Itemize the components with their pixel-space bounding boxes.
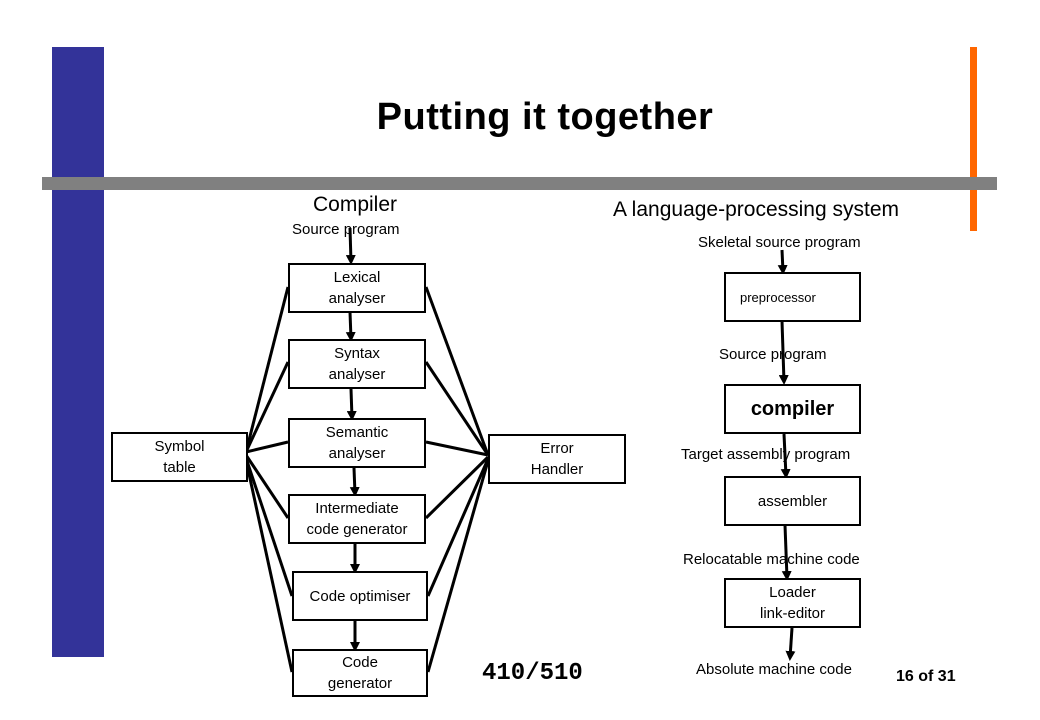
compiler-heading: Compiler	[313, 193, 398, 216]
arrow-lexical-to-syntax	[345, 311, 356, 342]
arrow-compiler-to-assembler	[780, 433, 791, 479]
arrow-skeletal-to-preprocessor	[777, 249, 788, 275]
semantic-analyser-box: Semantic analyser	[288, 418, 426, 468]
loader-link-editor-label: Loader link-editor	[759, 584, 826, 622]
code-optimiser-label: Code optimiser	[309, 587, 411, 605]
symbol-table-box: Symbol table	[111, 432, 248, 482]
assembler-output-label: Relocatable machine code	[683, 551, 860, 568]
error-handler-label: Error Handler	[530, 440, 584, 478]
symbol-table-links	[244, 286, 294, 673]
arrow-preprocessor-to-compiler	[778, 320, 789, 385]
page-number: 16 of 31	[896, 668, 956, 685]
system-input-label: Skeletal source program	[698, 234, 861, 251]
arrow-assembler-to-loader	[781, 524, 792, 581]
title-rule	[42, 177, 997, 190]
arrow-semantic-to-intermediate	[349, 467, 360, 497]
symbol-table-label: Symbol table	[154, 438, 205, 476]
compiler-output-label: Target assembly program	[681, 446, 851, 463]
lexical-analyser-label: Lexical analyser	[328, 269, 386, 307]
error-handler-box: Error Handler	[488, 434, 626, 484]
error-handler-links	[424, 286, 490, 673]
arrow-loader-to-output	[785, 627, 796, 661]
syntax-analyser-box: Syntax analyser	[288, 339, 426, 389]
code-optimiser-box: Code optimiser	[292, 571, 428, 621]
compiler-box-label: compiler	[750, 397, 835, 420]
preprocessor-output-label: Source program	[719, 346, 827, 363]
code-generator-box: Code generator	[292, 649, 428, 697]
intermediate-code-generator-box: Intermediate code generator	[288, 494, 426, 544]
lexical-analyser-box: Lexical analyser	[288, 263, 426, 313]
left-accent-bar	[52, 47, 104, 657]
slide-title: Putting it together	[376, 96, 714, 138]
preprocessor-box: preprocessor	[724, 272, 861, 322]
loader-link-editor-box: Loader link-editor	[724, 578, 861, 628]
assembler-label: assembler	[757, 492, 828, 510]
assembler-box: assembler	[724, 476, 861, 526]
loader-output-label: Absolute machine code	[696, 661, 852, 678]
compiler-box: compiler	[724, 384, 861, 434]
code-generator-label: Code generator	[327, 654, 393, 692]
syntax-analyser-label: Syntax analyser	[328, 345, 386, 383]
arrow-source-to-lexical	[345, 227, 356, 265]
intermediate-code-generator-label: Intermediate code generator	[306, 500, 408, 538]
right-accent-bar	[970, 47, 977, 231]
compiler-input-label: Source program	[292, 221, 400, 238]
course-number: 410/510	[482, 660, 583, 687]
semantic-analyser-label: Semantic analyser	[325, 424, 389, 462]
arrow-syntax-to-semantic	[346, 388, 357, 421]
preprocessor-label: preprocessor	[740, 289, 816, 305]
system-heading: A language-processing system	[613, 198, 899, 221]
